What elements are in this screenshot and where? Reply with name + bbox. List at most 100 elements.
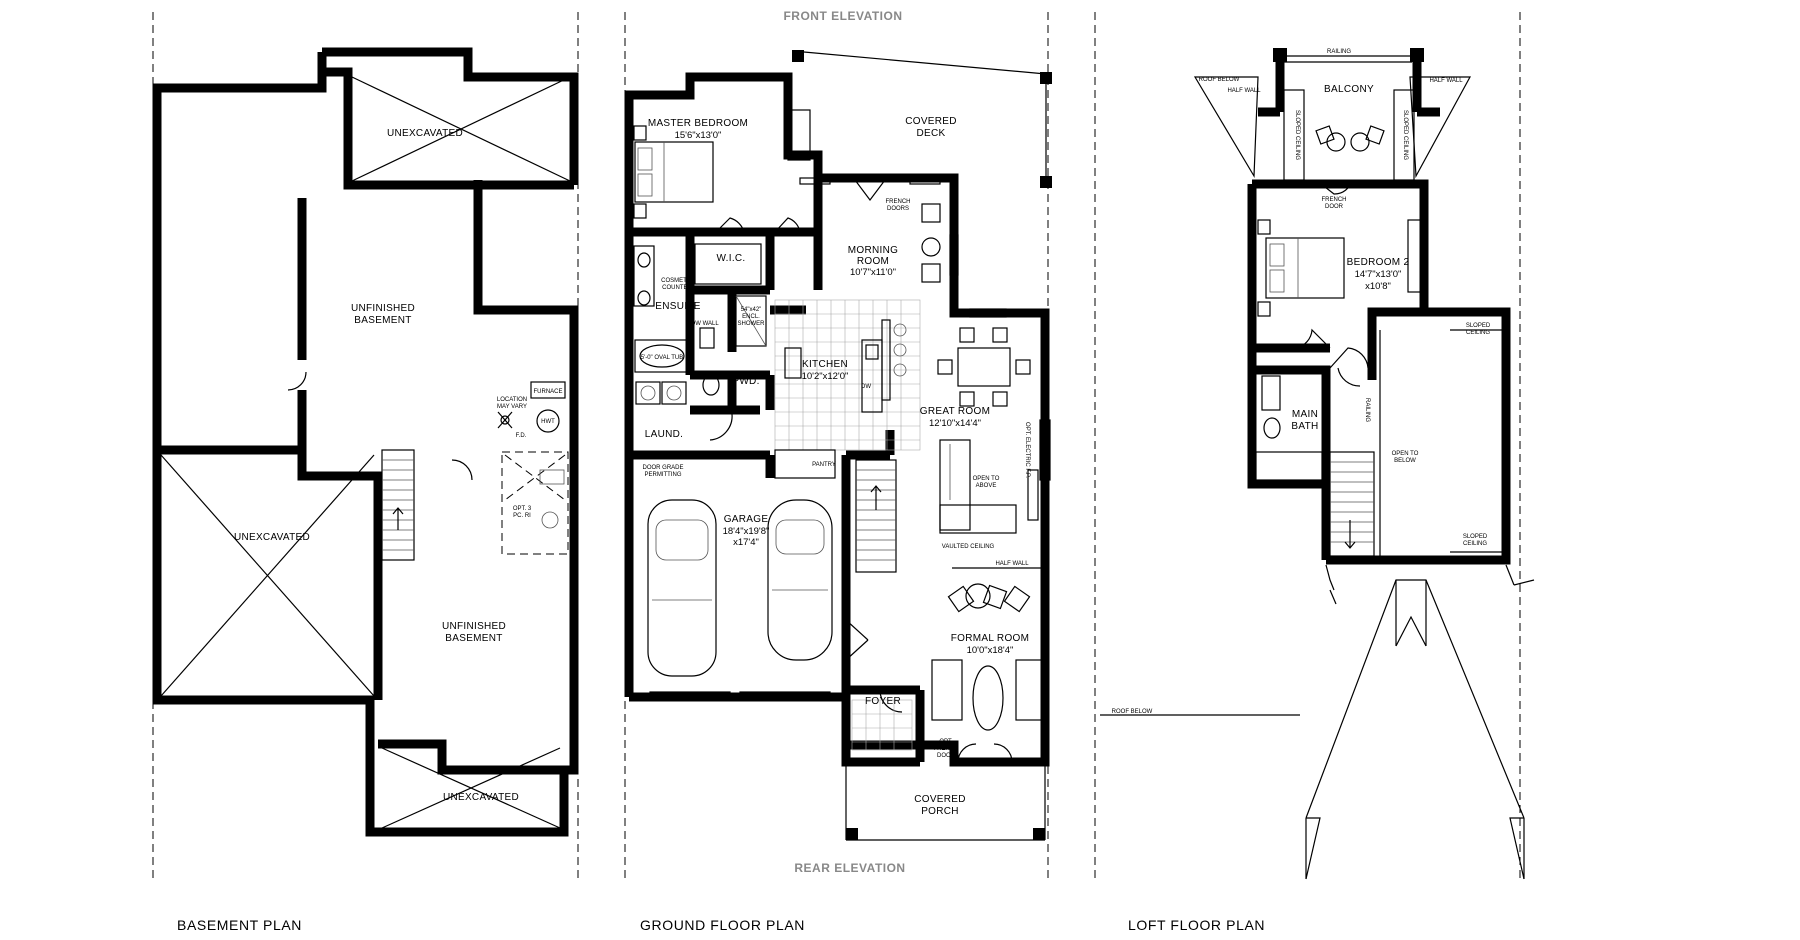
loft-floor-plan: RAILING ROOF BELOW HALF WALL HALF WALL B… xyxy=(1100,48,1535,880)
sloped-ceiling-left: SLOPED CEILING xyxy=(1294,110,1300,160)
great-room-dim: 12'10"x14'4" xyxy=(929,418,981,429)
pantry-label: PANTRY xyxy=(812,462,836,468)
great-room-label: GREAT ROOM xyxy=(920,406,990,417)
french-door-l1: FRENCH xyxy=(1322,197,1347,203)
sloped-bot-l2: CEILING xyxy=(1463,541,1487,547)
closet-shelf xyxy=(787,109,811,161)
roof-below-label: ROOF BELOW xyxy=(1112,709,1153,715)
formal-room-label: FORMAL ROOM xyxy=(951,633,1030,644)
loft-floor-plan-title: LOFT FLOOR PLAN xyxy=(1128,917,1265,933)
morning-room-dim: 10'7"x11'0" xyxy=(850,267,896,278)
hwt-label: HWT xyxy=(541,419,555,425)
opt-french-l2: FRENCH xyxy=(934,746,959,752)
basement-unexcavated-bottom: UNEXCAVATED xyxy=(443,792,519,803)
bedroom-2-label: BEDROOM 2 xyxy=(1347,257,1410,268)
open-above-l2: ABOVE xyxy=(976,483,997,489)
opt-bath-l1: OPT. 3 xyxy=(513,506,532,512)
floor-drain-label: F.D. xyxy=(516,433,527,439)
furnace-label: FURNACE xyxy=(533,389,562,395)
kitchen-dim: 10'2"x12'0" xyxy=(802,371,849,382)
half-wall-right-label: HALF WALL xyxy=(1429,78,1463,84)
ground-floor-plan-title: GROUND FLOOR PLAN xyxy=(640,917,805,933)
covered-porch-l2: PORCH xyxy=(921,806,959,817)
shower-l2: ENCL. xyxy=(742,314,760,320)
roof-below-top-label: ROOF BELOW xyxy=(1199,77,1240,83)
ground-floor-plan: MASTER BEDROOM 15'6"x13'0" W.I.C. COSMET… xyxy=(624,50,1052,841)
bedroom-2-bed xyxy=(1257,219,1423,317)
dining-table xyxy=(937,327,1031,407)
covered-deck-l2: DECK xyxy=(917,128,946,139)
covered-deck-l1: COVERED xyxy=(905,116,957,127)
railing-side-label: RAILING xyxy=(1364,398,1370,422)
oval-tub-label: 5'-0" OVAL TUB xyxy=(641,355,684,361)
kitchen-label: KITCHEN xyxy=(802,359,848,370)
opt-french-l1: OPT. xyxy=(939,739,953,745)
railing-top-label: RAILING xyxy=(1327,49,1351,55)
main-bath-l1: MAIN xyxy=(1292,409,1318,420)
opt-fp-label: OPT. ELECTRIC F.P. xyxy=(1024,422,1030,478)
master-bed xyxy=(633,125,714,219)
location-l2: MAY VARY xyxy=(497,404,527,410)
sloped-top-l1: SLOPED xyxy=(1466,323,1491,329)
garage-label: GARAGE xyxy=(724,514,769,525)
opt-bath-l2: PC. RI xyxy=(513,513,531,519)
basement-unfinished-1-l2: BASEMENT xyxy=(354,315,411,326)
vaulted-label: VAULTED CEILING xyxy=(942,544,995,550)
low-wall-label: LOW WALL xyxy=(687,321,719,327)
basement-unfinished-2-l2: BASEMENT xyxy=(445,633,502,644)
garage-dim-2: x17'4" xyxy=(733,537,759,548)
covered-porch-l1: COVERED xyxy=(914,794,966,805)
sloped-bot-l1: SLOPED xyxy=(1463,534,1488,540)
front-elevation-label: FRONT ELEVATION xyxy=(783,9,902,23)
location-l1: LOCATION xyxy=(497,397,527,403)
master-bedroom-dim: 15'6"x13'0" xyxy=(675,130,722,141)
wic-label: W.I.C. xyxy=(716,253,745,264)
basement-unexcavated-top: UNEXCAVATED xyxy=(387,128,463,139)
furnace-box xyxy=(530,381,566,399)
ensuite-label: ENSUITE xyxy=(655,301,700,312)
open-below-l1: OPEN TO xyxy=(1392,451,1419,457)
formal-room-dim: 10'0"x18'4" xyxy=(967,645,1014,656)
bedroom-2-dim-1: 14'7"x13'0" xyxy=(1355,269,1402,280)
formal-room-furniture xyxy=(931,583,1045,731)
open-above-l1: OPEN TO xyxy=(973,476,1000,482)
covered-deck xyxy=(792,50,1052,188)
loft-stairs xyxy=(1329,451,1375,557)
french-doors-l1: FRENCH xyxy=(886,199,911,205)
shower-l3: SHOWER xyxy=(738,321,766,327)
opt-french-l3: DOOR xyxy=(937,753,956,759)
laund-label: LAUND. xyxy=(645,429,683,440)
hwt-tank xyxy=(536,409,560,433)
balcony xyxy=(1258,48,1440,181)
basement-plan: UNEXCAVATED UNFINISHED BASEMENT UNEXCAVA… xyxy=(152,47,579,837)
half-wall-left-label: HALF WALL xyxy=(1227,88,1261,94)
balcony-label: BALCONY xyxy=(1324,84,1374,95)
basement-plan-title: BASEMENT PLAN xyxy=(177,917,302,933)
pwd-label: PWD. xyxy=(732,376,759,387)
bedroom-2-dim-2: x10'8" xyxy=(1365,281,1391,292)
french-doors-l2: DOORS xyxy=(887,206,909,212)
great-room-sofa xyxy=(939,439,1017,534)
morning-room-l2: ROOM xyxy=(857,256,889,267)
sloped-top-l2: CEILING xyxy=(1466,330,1490,336)
master-bedroom-label: MASTER BEDROOM xyxy=(648,118,748,129)
dw-label: DW xyxy=(861,384,871,390)
covered-porch xyxy=(845,743,1046,841)
half-wall-label: HALF WALL xyxy=(995,561,1029,567)
cosmetic-l2: COUNTER xyxy=(662,285,692,291)
cosmetic-l1: COSMETIC xyxy=(661,278,693,284)
door-grade-l1: DOOR GRADE xyxy=(642,465,683,471)
basement-unexcavated-left: UNEXCAVATED xyxy=(234,532,310,543)
sloped-ceiling-right: SLOPED CEILING xyxy=(1402,110,1408,160)
basement-unfinished-2-l1: UNFINISHED xyxy=(442,621,506,632)
garage-cars xyxy=(647,499,833,677)
main-bath-l2: BATH xyxy=(1291,421,1318,432)
foyer-label: FOYER xyxy=(865,696,901,707)
guide-lines xyxy=(152,12,1521,880)
shower-l1: 54"x42" xyxy=(741,307,762,313)
kitchen-tile-grid xyxy=(774,299,921,451)
garage-dim-1: 18'4"x19'8" xyxy=(723,526,770,537)
ground-stairs xyxy=(855,459,897,573)
rear-elevation-label: REAR ELEVATION xyxy=(794,861,905,875)
